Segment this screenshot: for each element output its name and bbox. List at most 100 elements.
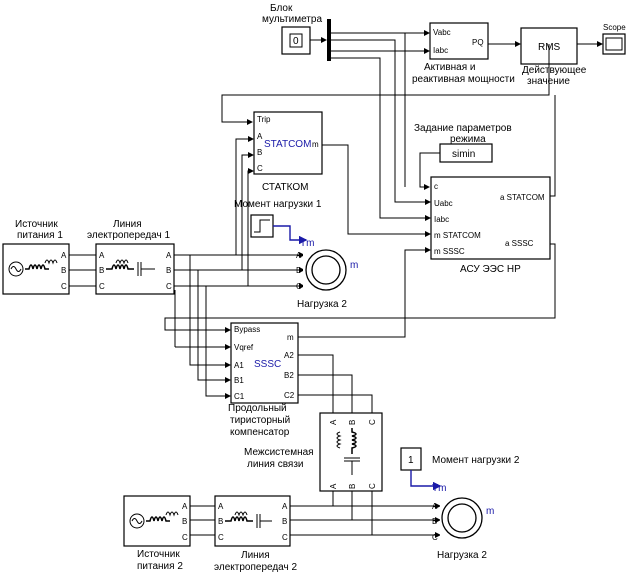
load-torque-1-label: Момент нагрузки 1 xyxy=(234,199,322,210)
intersystem-port-a-top: A xyxy=(329,419,338,425)
line-1-label-2: электропередач 1 xyxy=(87,230,171,241)
line-2-port-c-out: C xyxy=(282,533,288,542)
scope-block[interactable] xyxy=(602,33,626,55)
line-1-block[interactable]: A B C A B C xyxy=(95,243,175,295)
line-2-port-a-in: A xyxy=(218,502,224,511)
source-1-port-b: B xyxy=(61,266,66,275)
intersystem-port-a-bottom: A xyxy=(329,483,338,489)
pq-port-vabc: Vabc xyxy=(433,28,451,37)
load-1-m-port: m xyxy=(350,260,358,271)
load-1-caption: Нагрузка 2 xyxy=(297,299,347,310)
multimeter-label-1: Блок xyxy=(270,3,293,14)
scope-label: Scope xyxy=(603,23,626,32)
multimeter-label-2: мультиметра xyxy=(262,14,322,25)
sssc-caption-1: Продольный xyxy=(228,403,287,414)
load-1-port-c: C xyxy=(296,282,302,291)
simin-block[interactable]: simin xyxy=(439,143,493,163)
statcom-block[interactable]: Trip A B C m STATCOM xyxy=(253,111,323,175)
statcom-port-m: m xyxy=(312,140,319,149)
load-2-port-b: B xyxy=(432,517,437,526)
step-block[interactable] xyxy=(250,214,274,238)
source-2-port-c: C xyxy=(182,533,188,542)
mode-params-label-1: Задание параметров xyxy=(414,123,512,134)
ctrl-port-iabc: Iabc xyxy=(434,215,449,224)
sssc-label: SSSC xyxy=(254,359,281,370)
sssc-port-vqref: Vqref xyxy=(234,343,254,352)
intersystem-port-b-bottom: B xyxy=(348,484,357,489)
source-2-port-a: A xyxy=(182,502,188,511)
load-1-port-a: A xyxy=(296,251,302,260)
load-1-port-b: B xyxy=(296,266,301,275)
intersystem-line-block[interactable]: A B C A B C xyxy=(319,412,383,492)
source-1-block[interactable]: A B C xyxy=(2,243,70,295)
sssc-caption-3: компенсатор xyxy=(230,427,290,438)
line-1-port-b-in: B xyxy=(99,266,104,275)
mode-params-label-2: режима xyxy=(450,134,486,145)
line-1-port-a-out: A xyxy=(166,251,172,260)
line-1-port-c-in: C xyxy=(99,282,105,291)
source-2-label-2: питания 2 xyxy=(137,561,183,572)
source-1-label-1: Источник xyxy=(15,219,58,230)
statcom-port-trip: Trip xyxy=(257,115,271,124)
sssc-port-a1: A1 xyxy=(234,361,244,370)
load-2-tm-label: Tm xyxy=(432,483,446,494)
statcom-port-b: B xyxy=(257,148,262,157)
line-2-port-c-in: C xyxy=(218,533,224,542)
source-2-port-b: B xyxy=(182,517,187,526)
source-2-block[interactable]: A B C xyxy=(123,495,191,547)
load-2-motor[interactable]: A B C xyxy=(432,494,484,542)
source-1-label-2: питания 1 xyxy=(17,230,63,241)
load-torque-2-label: Момент нагрузки 2 xyxy=(432,455,520,466)
ctrl-port-c: c xyxy=(434,182,438,191)
load-2-port-a: A xyxy=(432,502,438,511)
pq-block[interactable]: Vabc Iabc PQ xyxy=(429,22,489,60)
line-2-port-a-out: A xyxy=(282,502,288,511)
intersystem-port-c-top: C xyxy=(368,419,377,425)
line-2-label-1: Линия xyxy=(241,550,270,561)
source-2-label-1: Источник xyxy=(137,549,180,560)
source-1-port-a: A xyxy=(61,251,67,260)
line-1-port-a-in: A xyxy=(99,251,105,260)
line-1-port-b-out: B xyxy=(166,266,171,275)
sssc-caption-2: тиристорный xyxy=(230,415,290,426)
load-2-port-c: C xyxy=(432,533,438,542)
sssc-block[interactable]: Bypass Vqref A1 B1 C1 m A2 B2 C2 SSSC xyxy=(230,322,299,404)
sssc-port-b1: B1 xyxy=(234,376,244,385)
ctrl-port-asssc: a SSSC xyxy=(505,239,534,248)
line-2-port-b-in: B xyxy=(218,517,223,526)
statcom-caption: СТАТКОМ xyxy=(262,182,308,193)
sssc-port-c1: C1 xyxy=(234,392,245,401)
sssc-port-m: m xyxy=(287,333,294,342)
statcom-label: STATCOM xyxy=(264,139,311,150)
sssc-port-bypass: Bypass xyxy=(234,325,260,334)
ctrl-port-msssc: m SSSC xyxy=(434,247,465,256)
statcom-port-c: C xyxy=(257,164,263,173)
demux-bar[interactable] xyxy=(327,19,331,61)
multimeter-block[interactable]: 0 xyxy=(281,26,311,55)
load-1-motor[interactable]: A B C xyxy=(296,246,347,294)
rms-caption-1: Действующее xyxy=(522,65,587,76)
sssc-port-b2: B2 xyxy=(284,371,294,380)
controller-block[interactable]: c Uabc Iabc m STATCOM m SSSC a STATCOM a… xyxy=(430,176,551,260)
pq-caption-2: реактивная мощности xyxy=(412,74,515,85)
multimeter-value: 0 xyxy=(293,36,299,47)
pq-port-iabc: Iabc xyxy=(433,46,448,55)
statcom-port-a: A xyxy=(257,132,263,141)
line-2-label-2: электропередач 2 xyxy=(214,562,298,573)
load-1-tm-label: Tm xyxy=(300,238,314,249)
load-2-m-port: m xyxy=(486,506,494,517)
intersystem-port-c-bottom: C xyxy=(368,483,377,489)
constant-block[interactable]: 1 xyxy=(400,447,422,471)
line-2-port-b-out: B xyxy=(282,517,287,526)
load-torque-2-value: 1 xyxy=(408,455,414,466)
line-2-block[interactable]: A B C A B C xyxy=(214,495,291,547)
intersystem-label-2: линия связи xyxy=(247,459,304,470)
pq-port-out: PQ xyxy=(472,38,484,47)
simin-label: simin xyxy=(452,149,475,160)
intersystem-label-1: Межсистемная xyxy=(244,447,314,458)
controller-caption: АСУ ЭЭС НР xyxy=(460,264,521,275)
source-1-port-c: C xyxy=(61,282,67,291)
load-2-caption: Нагрузка 2 xyxy=(437,550,487,561)
ctrl-port-astatcom: a STATCOM xyxy=(500,193,545,202)
pq-caption-1: Активная и xyxy=(424,62,476,73)
